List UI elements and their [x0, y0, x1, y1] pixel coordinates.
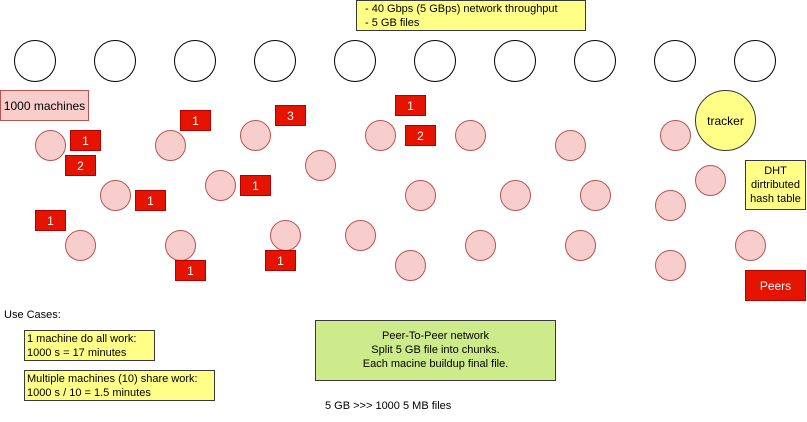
peer-node: [165, 230, 196, 261]
peer-node: [580, 180, 611, 211]
p2p-note: Peer-To-Peer network Split 5 GB file int…: [315, 320, 556, 381]
chunk-box: 2: [65, 155, 96, 176]
peer-node: [35, 130, 66, 161]
peer-node: [455, 120, 486, 151]
chunk-box: 1: [70, 130, 101, 151]
peer-node: [345, 220, 376, 251]
file-size-line: - 5 GB files: [365, 17, 420, 29]
peer-node: [695, 165, 726, 196]
peer-node: [270, 220, 301, 251]
chunk-box: 1: [240, 175, 271, 196]
use-case-multiple: Multiple machines (10) share work: 1000 …: [24, 370, 215, 401]
peer-node: [655, 190, 686, 221]
chunk-box: 1: [265, 250, 296, 271]
machine-node: [414, 40, 456, 82]
peer-node: [735, 230, 766, 261]
peer-node: [100, 180, 131, 211]
use-cases-heading: Use Cases:: [4, 309, 61, 321]
peer-node: [405, 180, 436, 211]
throughput-note: - 40 Gbps (5 GBps) network throughput - …: [356, 0, 586, 31]
peer-node: [660, 120, 691, 151]
chunk-box: 1: [175, 260, 206, 281]
peer-node: [240, 120, 271, 151]
machine-node: [734, 40, 776, 82]
tracker-label: tracker: [707, 113, 744, 128]
chunk-box: 3: [275, 105, 306, 126]
peer-node: [65, 230, 96, 261]
chunking-note: 5 GB >>> 1000 5 MB files: [325, 400, 452, 412]
dht-note: DHT dirtributed hash table: [745, 160, 806, 210]
peer-node: [365, 120, 396, 151]
machine-node: [494, 40, 536, 82]
chunk-box: 1: [395, 95, 426, 116]
machine-node: [174, 40, 216, 82]
chunk-box: 1: [135, 190, 166, 211]
peer-node: [565, 230, 596, 261]
tracker-node: tracker: [695, 90, 756, 151]
machine-node: [654, 40, 696, 82]
machine-node: [14, 40, 56, 82]
machines-label: 1000 machines: [0, 90, 89, 121]
use-case-single: 1 machine do all work: 1000 s = 17 minut…: [24, 330, 155, 361]
machine-node: [574, 40, 616, 82]
peer-node: [655, 250, 686, 281]
peer-node: [500, 180, 531, 211]
peers-label: Peers: [745, 270, 806, 301]
throughput-line: - 40 Gbps (5 GBps) network throughput: [365, 3, 558, 15]
chunk-box: 1: [180, 110, 211, 131]
machine-node: [94, 40, 136, 82]
machine-node: [254, 40, 296, 82]
chunk-box: 2: [405, 125, 436, 146]
machine-node: [334, 40, 376, 82]
peer-node: [465, 230, 496, 261]
peer-node: [305, 150, 336, 181]
chunk-box: 1: [35, 210, 66, 231]
peer-node: [205, 170, 236, 201]
peer-node: [395, 250, 426, 281]
peer-node: [155, 130, 186, 161]
peer-node: [555, 130, 586, 161]
